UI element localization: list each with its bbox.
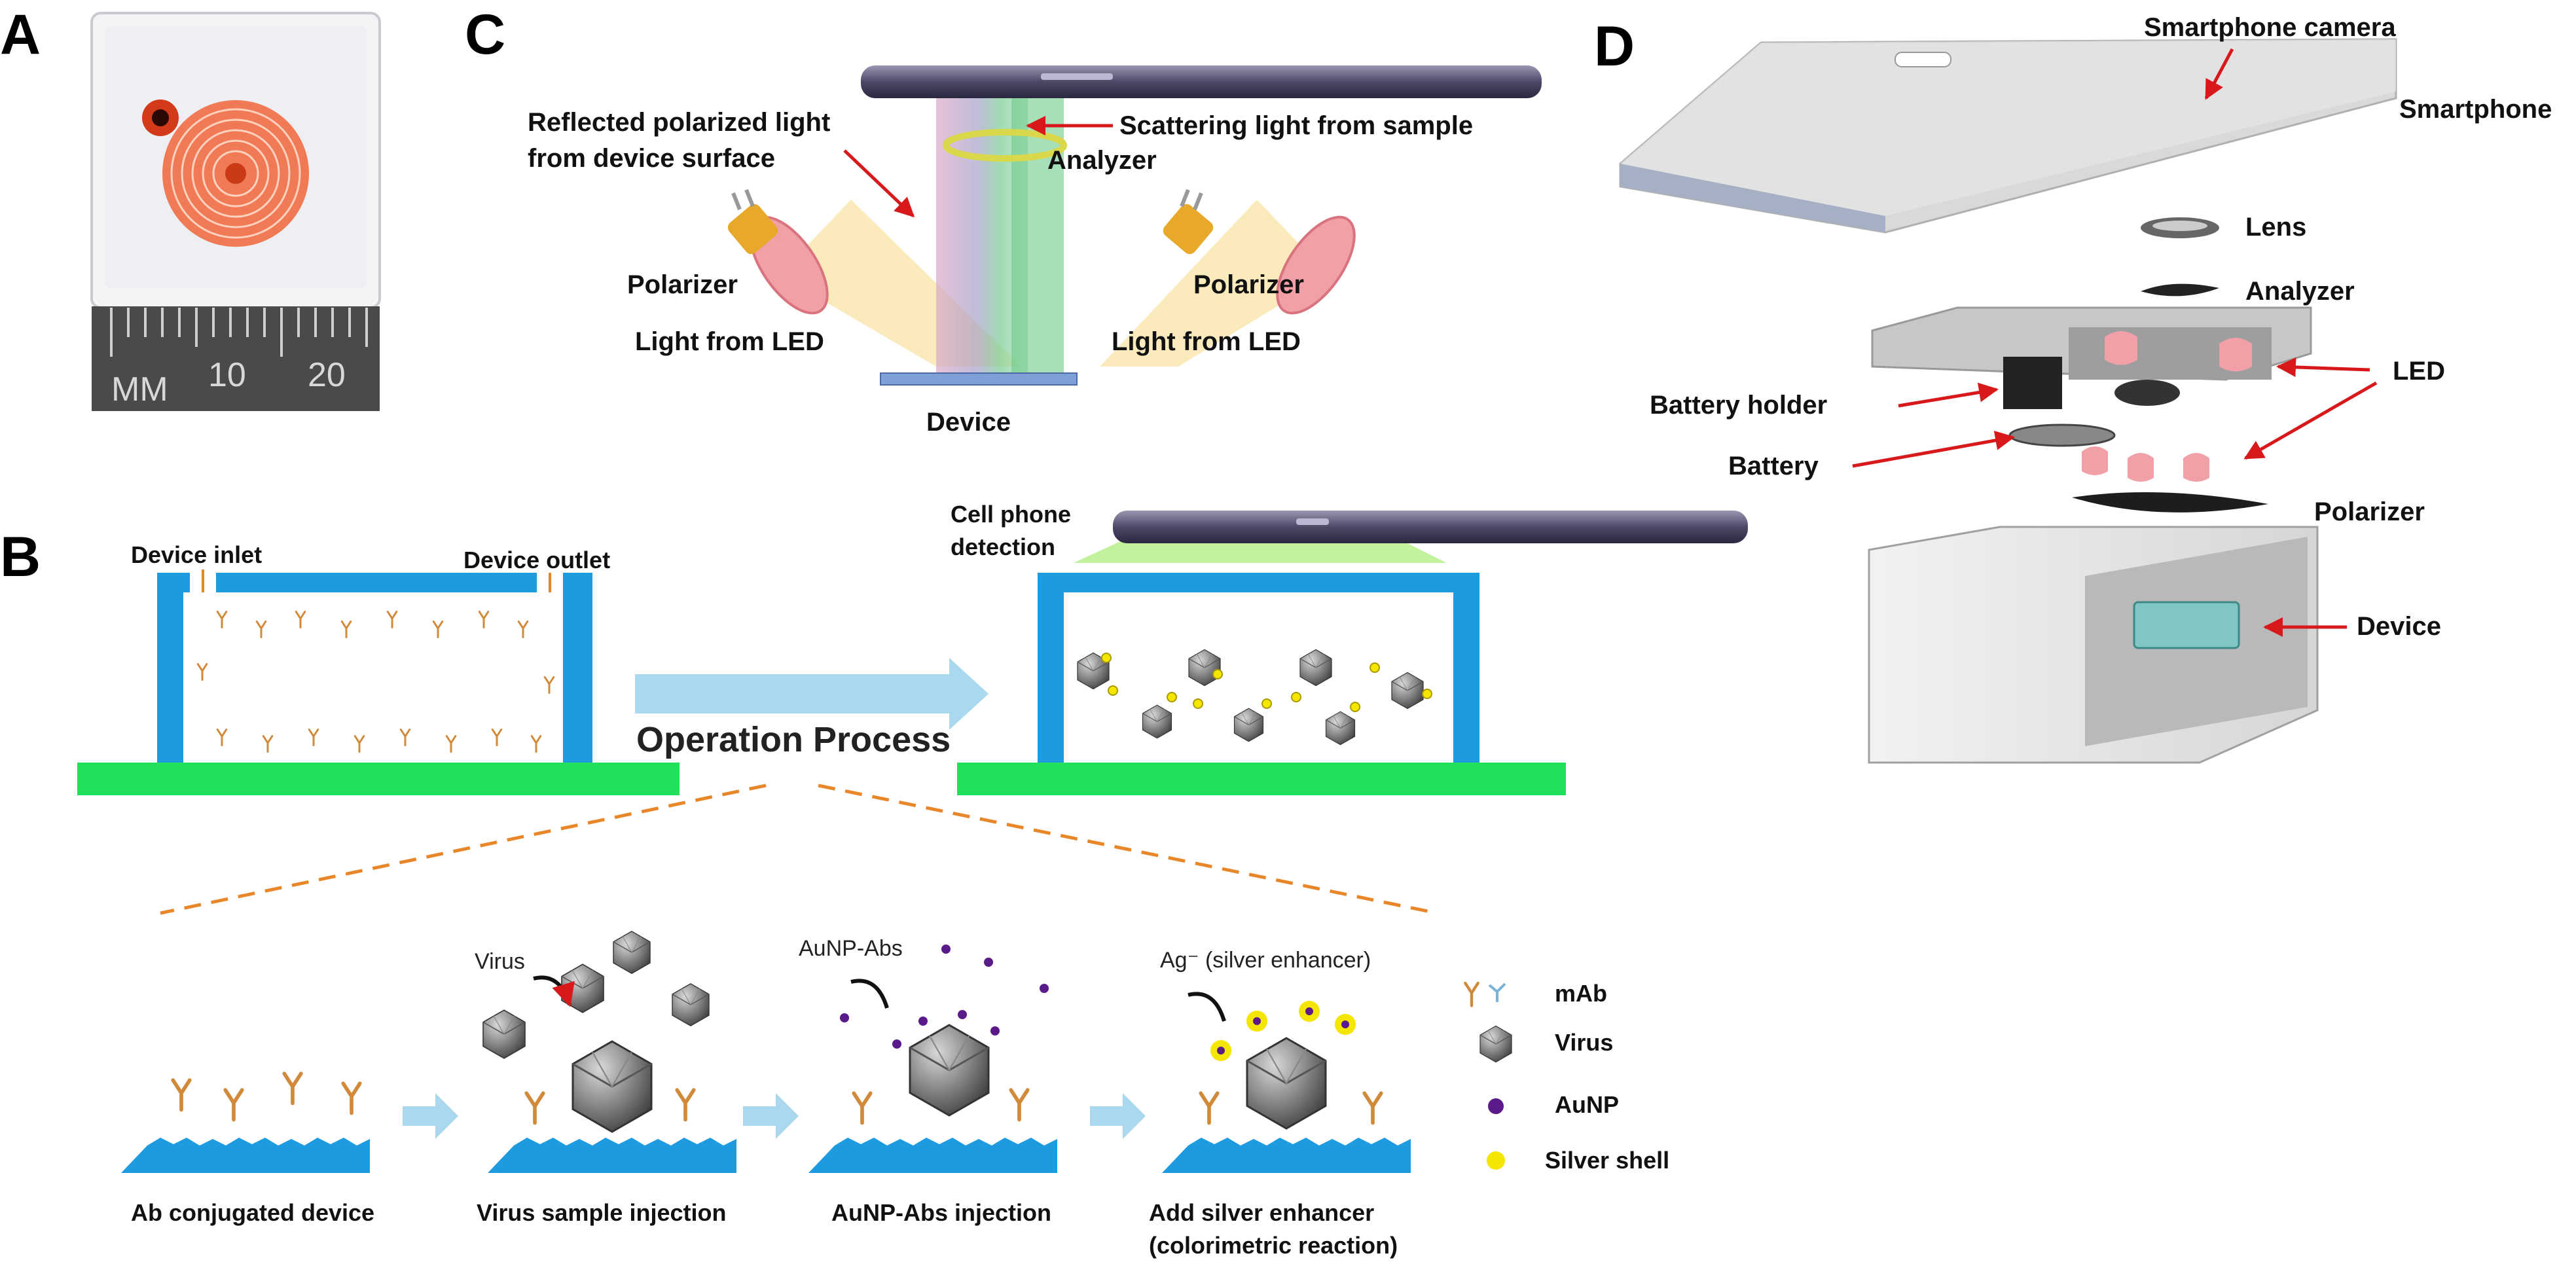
led-right-label: Light from LED [1112, 327, 1301, 356]
battery-holder-arrow [1898, 382, 1999, 408]
battery-holder-label: Battery holder [1650, 391, 1827, 420]
step-arrow-3 [1090, 1093, 1146, 1139]
step-1-caption: Ab conjugated device [131, 1199, 374, 1226]
ruler-tick-20: 20 [308, 356, 346, 394]
legend-virus-icon [1479, 1025, 1512, 1063]
device-in-box [2133, 601, 2240, 649]
zoom-line-left [160, 784, 767, 915]
polarizer-d-label: Polarizer [2314, 497, 2425, 526]
step-4-caption-sub: (colorimetric reaction) [1149, 1232, 1398, 1259]
camera-arrow [2204, 48, 2234, 100]
polarizer-disc [2072, 492, 2268, 513]
polarizer-left-label: Polarizer [627, 270, 738, 299]
step-4-caption: Add silver enhancer [1149, 1199, 1374, 1226]
battery-label: Battery [1728, 452, 1819, 480]
analyzer-d-label: Analyzer [2245, 277, 2355, 306]
lens-label: Lens [2245, 213, 2306, 242]
led-left [727, 189, 778, 255]
substrate-right [957, 763, 1566, 795]
legend-silver-icon [1487, 1151, 1505, 1170]
led-bulbs [2082, 446, 2209, 482]
zoom-line-right [818, 784, 1438, 915]
panel-d-letter: D [1594, 15, 1635, 78]
panel-c: C Reflected polarized light from device … [465, 3, 1542, 437]
reflected-arrow [843, 149, 915, 218]
panel-d: D Smartphone camera Smart [1594, 13, 2552, 764]
phone-detection [1113, 511, 1748, 543]
step-aunp-injection [808, 945, 1057, 1173]
reflected-label-1: Reflected polarized light [528, 108, 830, 137]
ruler-tick-10: 10 [208, 356, 246, 394]
led-arrow-1 [2276, 357, 2370, 377]
ruler-ticks [110, 308, 368, 357]
virus-step-label: Virus [475, 949, 525, 974]
analyzer-disc [2141, 283, 2219, 297]
battery-arrow [1852, 431, 2015, 468]
step-silver-enhancer [1162, 992, 1411, 1173]
step-2-caption: Virus sample injection [477, 1199, 726, 1226]
step-3-caption: AuNP-Abs injection [831, 1199, 1051, 1226]
led-arrow-2 [2243, 381, 2378, 460]
device-d-label: Device [2357, 612, 2441, 641]
panel-a: A MM 10 20 [0, 3, 381, 411]
substrate-left [77, 763, 680, 795]
analyzer-ring [943, 129, 1067, 162]
phone-top-view [861, 65, 1542, 98]
led-d-1 [2105, 331, 2137, 365]
ruler-unit: MM [111, 370, 168, 408]
step-ab-conjugated [121, 1073, 370, 1173]
polarizer-right-label: Polarizer [1193, 270, 1304, 299]
step-arrow-2 [743, 1093, 799, 1139]
operation-process-label: Operation Process [636, 720, 951, 759]
device-label: Device [926, 408, 1011, 437]
device-outlet-label: Device outlet [463, 547, 610, 573]
led-left-label: Light from LED [635, 327, 824, 356]
panel-b-letter: B [0, 526, 41, 588]
panel-c-letter: C [465, 3, 505, 66]
battery-holder [2003, 357, 2062, 409]
legend-aunp-icon [1488, 1098, 1504, 1114]
scattering-label: Scattering light from sample [1119, 111, 1473, 140]
step-arrow-1 [403, 1093, 458, 1139]
led-d-2 [2219, 338, 2252, 372]
legend-silver: Silver shell [1545, 1147, 1669, 1174]
polarizer-right [1276, 215, 1356, 315]
legend-virus: Virus [1555, 1029, 1613, 1056]
cell-phone-label-2: detection [951, 533, 1055, 560]
device-inlet-label: Device inlet [131, 541, 262, 568]
led-right [1163, 189, 1214, 255]
legend: mAb Virus AuNP Silver shell [1465, 980, 1669, 1174]
silver-dots-right [1101, 653, 1432, 712]
battery [2008, 424, 2116, 447]
aunp-step-label: AuNP-Abs [799, 936, 903, 961]
led-light-right [1100, 200, 1329, 367]
scattering-beam [1011, 98, 1064, 373]
panel-a-letter: A [0, 3, 41, 66]
led-d-label: LED [2393, 357, 2445, 386]
channel-right-interior [1064, 592, 1453, 763]
phone-button [1895, 52, 1951, 67]
smartphone-label: Smartphone [2399, 95, 2552, 124]
legend-mab-icon [1465, 983, 1478, 1006]
channel-left-interior [183, 592, 563, 763]
ag-step-label: Ag⁻ (silver enhancer) [1160, 948, 1371, 973]
cell-phone-label-1: Cell phone [951, 501, 1071, 528]
analyzer-label: Analyzer [1047, 146, 1157, 175]
spiral-channel [162, 100, 309, 247]
legend-mab: mAb [1555, 980, 1607, 1007]
panel-b: B Device inlet Device outlet Operation P… [0, 501, 1748, 1259]
reflected-label-2: from device surface [528, 144, 775, 173]
smartphone-camera-label: Smartphone camera [2144, 13, 2396, 42]
operation-arrow [635, 658, 989, 730]
step-virus-injection [482, 931, 736, 1173]
legend-aunp: AuNP [1555, 1091, 1619, 1118]
device-plate [880, 372, 1078, 386]
